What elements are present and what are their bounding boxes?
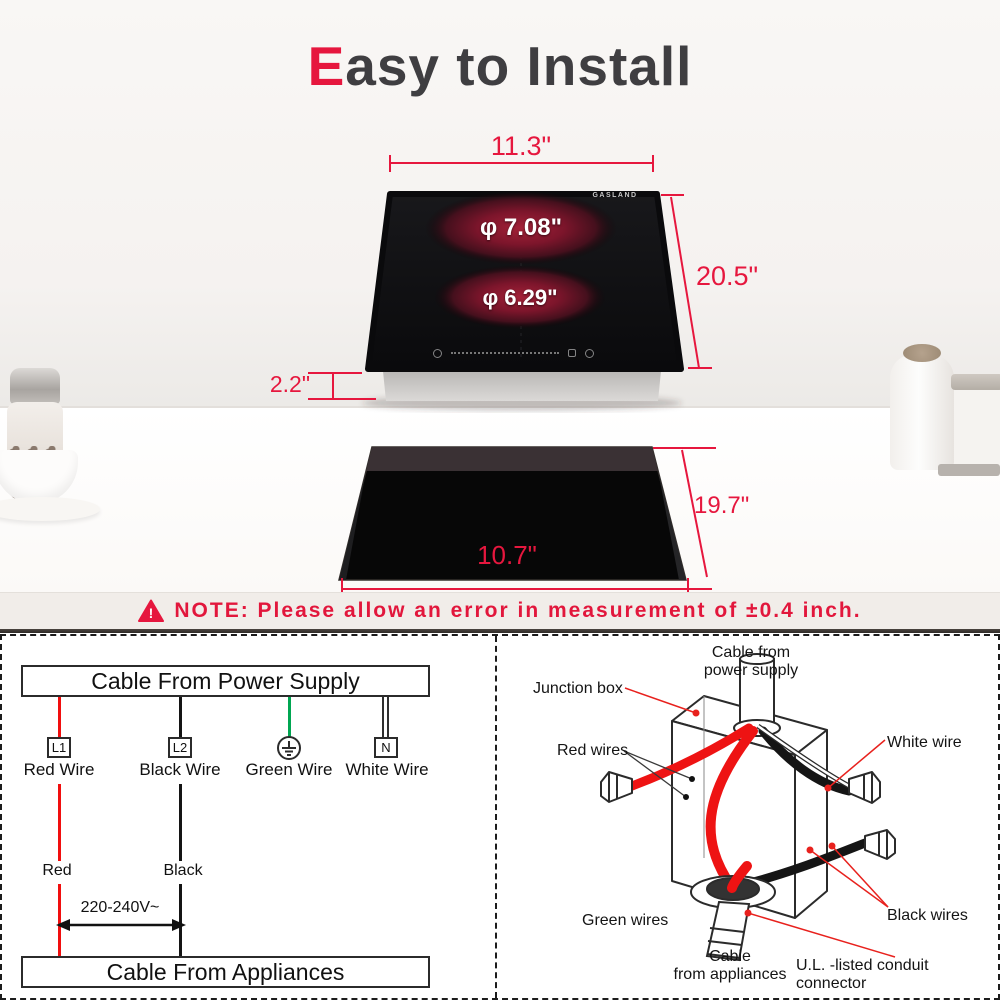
black-wire-run2 (179, 884, 182, 956)
label-cable-power: Cable from power supply (691, 644, 811, 680)
title-accent-letter: E (307, 35, 346, 97)
note-text: NOTE: Please allow an error in measureme… (174, 599, 862, 622)
label-black-wires: Black wires (887, 907, 968, 924)
black-wire-segment (179, 697, 182, 738)
ground-icon (277, 736, 301, 760)
label-cable-appliances: Cable from appliances (660, 948, 800, 984)
label-junction-box: Junction box (533, 680, 623, 697)
note-bar: ! NOTE: Please allow an error in measure… (0, 592, 1000, 629)
voltage-label: 220-240V~ (80, 899, 160, 916)
tray (938, 464, 1000, 476)
lock-icon (568, 349, 576, 357)
black-label: Black (163, 862, 203, 879)
canister-lid (951, 374, 1000, 390)
canister (954, 380, 1000, 468)
burner-bottom-diameter-label: φ 6.29" (482, 285, 558, 310)
terminal-l1: L1 (47, 737, 71, 758)
label-red-wires: Red wires (557, 742, 629, 759)
wiring-section: Cable From Power Supply L1 L2 N Red Wire… (0, 634, 1000, 1000)
red-wire-art (627, 723, 754, 791)
saucer (0, 497, 100, 521)
power-supply-box: Cable From Power Supply (21, 665, 430, 697)
label-cable-power-line2: power supply (703, 662, 799, 679)
appliance-box: Cable From Appliances (21, 956, 430, 988)
red-wire-run2 (58, 884, 61, 956)
counter-edge (0, 629, 1000, 633)
label-white-wire: White wire (887, 734, 962, 751)
svg-text:!: ! (149, 605, 154, 621)
burner-top-diameter-label: φ 7.08" (480, 214, 562, 241)
voltage-range-arrow (56, 919, 186, 931)
black-wire-label: Black Wire (139, 760, 221, 779)
white-wire-segment (382, 697, 389, 737)
label-cable-power-line1: Cable from (711, 644, 791, 661)
green-wire-segment (288, 697, 291, 737)
label-ul-connector: U.L. -listed conduit connector (796, 957, 929, 992)
title-rest: asy to Install (345, 35, 693, 97)
dimension-depth-label: 20.5" (696, 261, 759, 291)
red-wire-art2 (705, 726, 758, 891)
red-wire-segment (58, 697, 61, 738)
pepper-grinder-cap (10, 368, 60, 404)
leader-lines (623, 687, 896, 958)
dimension-thickness-label: 2.2" (269, 371, 310, 397)
junction-box-art (600, 653, 896, 962)
power-icon (433, 348, 442, 358)
white-wire-label: White Wire (345, 760, 429, 779)
label-cable-appliances-line2: from appliances (673, 966, 787, 983)
cutout-depth-label: 19.7" (694, 492, 750, 519)
dimension-width-label: 11.3" (490, 131, 552, 161)
terminal-l2: L2 (168, 737, 192, 758)
page-title: Easy to Install (0, 34, 1000, 98)
brand-logo: GASLAND (592, 192, 638, 199)
green-wire-label: Green Wire (245, 760, 333, 779)
control-panel (433, 345, 633, 361)
timer-icon (585, 348, 594, 358)
label-green-wires: Green wires (582, 912, 669, 929)
red-wire-label: Red Wire (23, 760, 95, 779)
black-wire-run (179, 784, 182, 861)
carafe (890, 354, 954, 470)
cutout-width-label: 10.7" (477, 540, 537, 570)
power-slider-icon (451, 352, 559, 354)
red-wire-run (58, 784, 61, 861)
wiring-schematic-panel: Cable From Power Supply L1 L2 N Red Wire… (2, 636, 497, 998)
junction-box-panel: Cable from power supply Junction box Red… (497, 636, 998, 998)
black-wire-art (758, 726, 854, 796)
terminal-n: N (374, 737, 398, 758)
warning-icon: ! (138, 599, 165, 622)
label-cable-appliances-line1: Cable (709, 948, 751, 965)
carafe-cork-lid (903, 344, 941, 362)
red-label: Red (42, 862, 72, 879)
